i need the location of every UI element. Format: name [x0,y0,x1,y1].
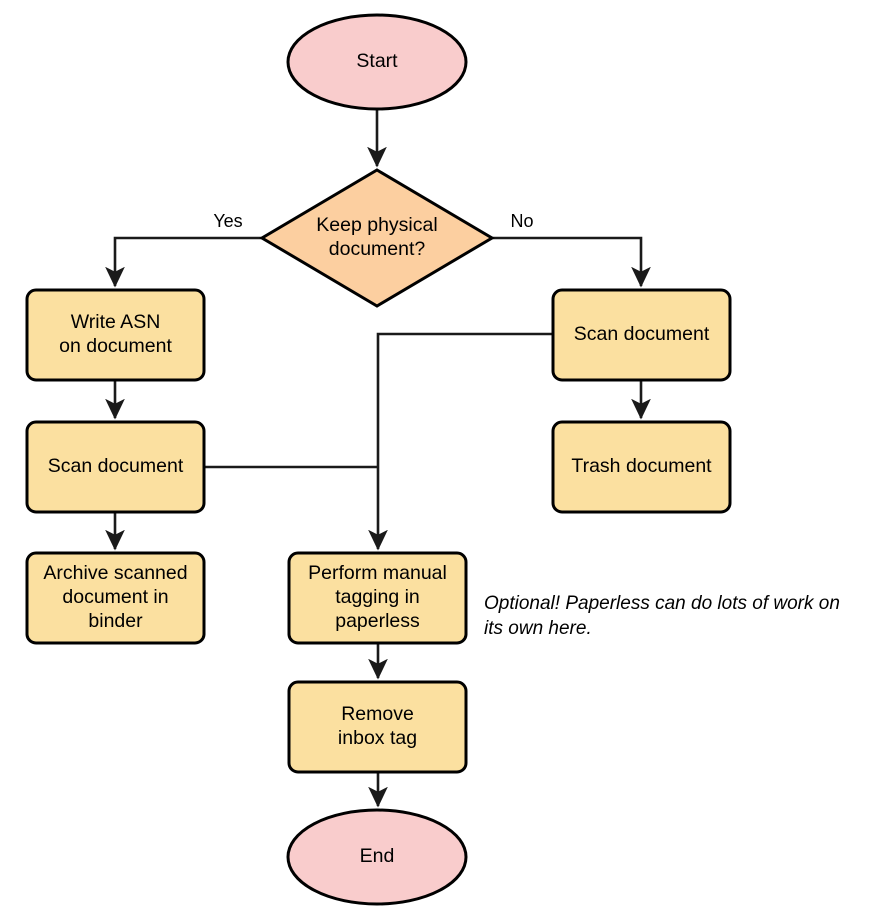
process-shape [287,680,468,774]
node-label-line: Scan document [574,323,710,345]
edges-layer: Yes No [105,109,651,808]
node-label-line: Archive scanned [43,562,187,584]
process-shape [25,420,206,514]
node-label-line: Write ASN [71,311,161,333]
process-shape [287,551,468,645]
node-trash-document[interactable]: Trash document [551,420,732,514]
node-label-line: tagging in [335,586,420,608]
annotations-layer: Optional! Paperless can do lots of work … [484,593,840,639]
edge-decision-yes-to-write-asn [105,236,262,288]
node-label-line: inbox tag [338,727,417,749]
node-scan-document-right[interactable]: Scan document [551,288,732,382]
edge-scan-document-right-to-tagging [368,332,553,551]
edge-label-decision-yes-to-write-asn: Yes [213,211,242,231]
node-label-line: Remove [341,703,414,725]
node-end[interactable]: End [286,808,468,906]
node-label-line: Keep physical [316,214,437,236]
node-label-line: binder [88,610,143,632]
node-label-line: Scan document [48,455,184,477]
annotation-optional-note-line: its own here. [484,618,592,639]
terminator-shape [286,13,468,111]
node-start[interactable]: Start [286,13,468,111]
node-label-line: Start [356,50,398,72]
process-shape [25,551,206,645]
node-label-line: on document [59,335,172,357]
process-shape [551,420,732,514]
edge-label-decision-no-to-scan-document-right: No [510,211,533,231]
terminator-shape [286,808,468,906]
node-label-line: Perform manual [308,562,447,584]
process-shape [551,288,732,382]
decision-shape [259,168,495,308]
node-label-line: paperless [335,610,420,632]
node-label-line: End [360,845,395,867]
edge-decision-no-to-scan-document-right [492,236,651,288]
node-label-line: document in [62,586,168,608]
node-label-line: Trash document [571,455,712,477]
process-shape [25,288,206,382]
node-label-line: document? [329,238,426,260]
node-scan-document-left[interactable]: Scan document [25,420,206,514]
annotation-optional-note-line: Optional! Paperless can do lots of work … [484,593,840,614]
